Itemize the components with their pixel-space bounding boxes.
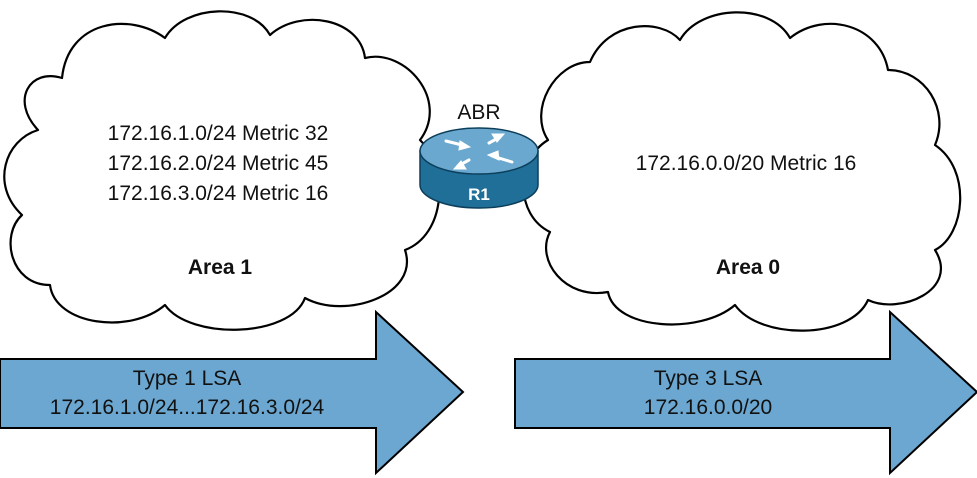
type3-lsa-prefix: 172.16.0.0/20 [644, 396, 772, 419]
type1-lsa-arrow [0, 309, 465, 476]
type3-lsa-title: Type 3 LSA [654, 367, 763, 390]
area1-label: Area 1 [188, 256, 253, 279]
area1-route-3: 172.16.3.0/24 Metric 16 [108, 182, 329, 205]
area0-label: Area 0 [716, 256, 780, 279]
router-icon: R1 [419, 127, 539, 209]
area0-cloud [522, 11, 962, 332]
abr-label: ABR [457, 101, 500, 124]
type1-lsa-range: 172.16.1.0/24...172.16.3.0/24 [50, 396, 325, 419]
area1-cloud [3, 10, 441, 331]
router-top [419, 127, 539, 175]
area1-route-2: 172.16.2.0/24 Metric 45 [108, 152, 329, 175]
type1-lsa-title: Type 1 LSA [133, 367, 242, 390]
area1-route-1: 172.16.1.0/24 Metric 32 [108, 122, 329, 145]
type3-lsa-arrow [514, 309, 977, 476]
area0-route-1: 172.16.0.0/20 Metric 16 [636, 152, 857, 175]
router-name-label: R1 [468, 185, 490, 204]
router-arrows-icon [444, 133, 514, 170]
